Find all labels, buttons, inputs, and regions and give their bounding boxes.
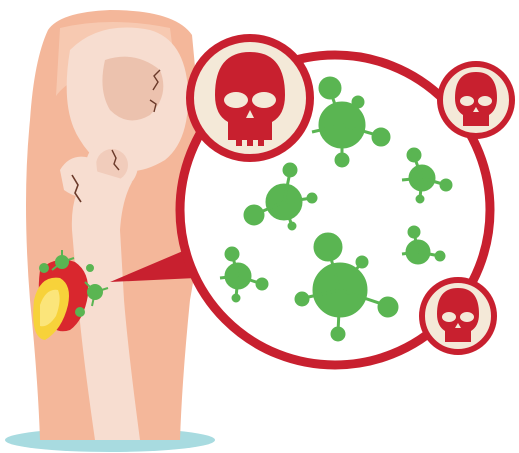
skull-badge-bottom-right bbox=[422, 280, 494, 352]
skull-eye-right bbox=[252, 92, 276, 108]
skull-eye-left bbox=[224, 92, 248, 108]
skull-badge-top-right bbox=[440, 64, 512, 136]
skull-badge-large bbox=[190, 38, 310, 158]
